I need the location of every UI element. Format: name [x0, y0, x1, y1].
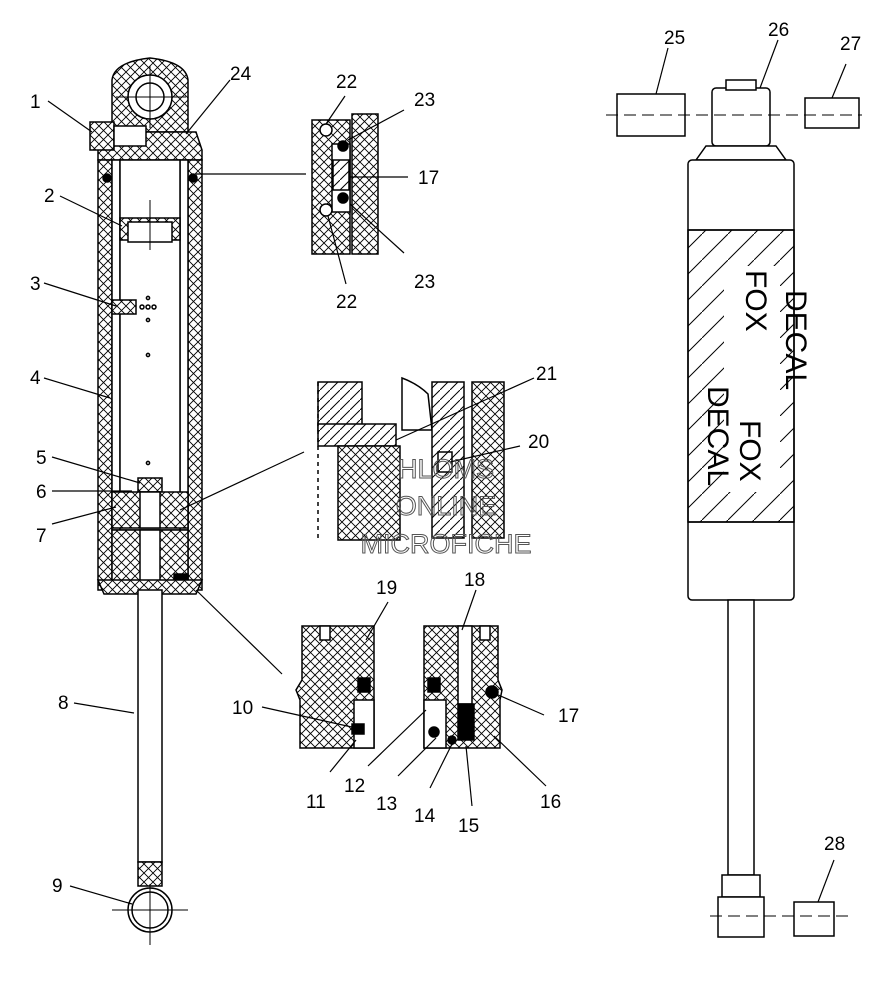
- decal-word-fox-lower: FOX: [733, 420, 766, 482]
- callout-22-upper: 22: [336, 72, 357, 93]
- callout-14: 14: [414, 806, 436, 827]
- callout-23-upper: 23: [414, 90, 435, 111]
- callout-2: 2: [44, 186, 55, 207]
- callout-22-lower: 22: [336, 292, 357, 313]
- callout-4: 4: [30, 368, 41, 389]
- callout-leaders-right: [655, 39, 847, 903]
- callout-11: 11: [306, 792, 326, 813]
- callout-10: 10: [232, 698, 253, 719]
- callout-26: 26: [768, 20, 789, 41]
- exterior-shock-absorber: [606, 79, 862, 938]
- watermark: HLOMS ONLINE MICROFICHE: [360, 454, 532, 560]
- callout-leaders-detail-a: [325, 95, 408, 285]
- callout-17-lower: 17: [558, 706, 579, 727]
- callout-leaders-detail-b: [395, 377, 535, 463]
- callout-7: 7: [36, 526, 47, 547]
- watermark-line-1: HLOMS: [398, 454, 494, 484]
- watermark-line-3: MICROFICHE: [361, 529, 532, 559]
- callout-17-upper: 17: [418, 168, 439, 189]
- callout-12: 12: [344, 776, 365, 797]
- fox-decal: FOX DECAL DECAL FOX: [701, 266, 812, 492]
- callout-21: 21: [536, 364, 557, 385]
- watermark-line-2: ONLINE: [396, 491, 497, 521]
- callout-15: 15: [458, 816, 479, 837]
- callout-19: 19: [376, 578, 397, 599]
- callout-28: 28: [824, 834, 845, 855]
- callout-numbers: 1 2 3 4 5 6 7 8 9 10 11 12 13 14 15 16 1…: [30, 20, 861, 897]
- callout-8: 8: [58, 693, 69, 714]
- callout-13: 13: [376, 794, 397, 815]
- callout-27: 27: [840, 34, 861, 55]
- callout-5: 5: [36, 448, 47, 469]
- detail-view-seals: [311, 113, 379, 255]
- callout-18: 18: [464, 570, 485, 591]
- callout-24: 24: [230, 64, 252, 85]
- callout-6: 6: [36, 482, 47, 503]
- detail-view-bearing-head: [295, 625, 503, 749]
- callout-23-lower: 23: [414, 272, 435, 293]
- callout-16: 16: [540, 792, 561, 813]
- callout-leaders-left: [43, 79, 306, 905]
- decal-word-decal-lower: DECAL: [701, 386, 734, 486]
- callout-1: 1: [30, 92, 41, 113]
- callout-20: 20: [528, 432, 549, 453]
- decal-word-decal-upper: DECAL: [779, 290, 812, 390]
- callout-25: 25: [664, 28, 685, 49]
- callout-leaders-detail-c: [261, 589, 547, 807]
- decal-word-fox-upper: FOX: [739, 270, 772, 332]
- sectioned-shock-absorber: [89, 57, 204, 945]
- callout-3: 3: [30, 274, 41, 295]
- callout-9: 9: [52, 876, 63, 897]
